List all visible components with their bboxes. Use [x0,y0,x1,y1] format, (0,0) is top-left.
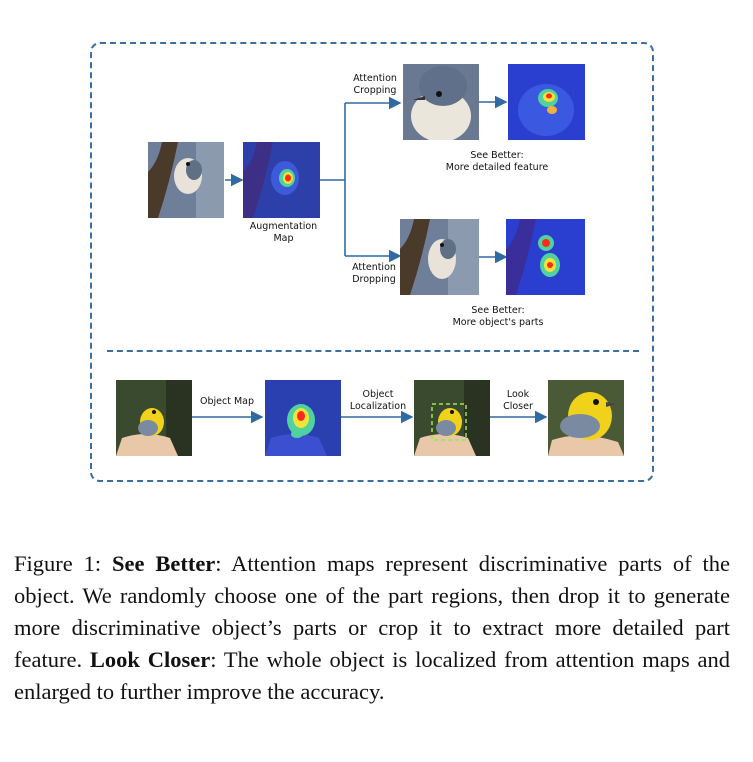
section-divider [107,350,639,352]
caption-text-2: : The whole object is localized from att… [14,647,730,704]
localized-bird-image [414,380,490,456]
attention-cropping-label: Attention Cropping [353,73,397,96]
augmentation-map-image [243,142,320,218]
attention-dropping-label: Attention Dropping [352,262,396,285]
input-bird-image [148,142,224,218]
object-input-image [116,380,192,456]
dropped-bird-image [400,219,479,295]
arrows-layer [192,95,548,424]
caption-text-1: : Attention maps represent discriminativ… [14,551,730,672]
see-better-crop-label: See Better: More detailed feature [445,150,549,173]
dropped-attention-image [506,219,585,295]
caption-see-better: See Better [111,551,216,576]
figure-caption: Figure 1: See Better: Attention maps rep… [14,548,730,708]
augmentation-map-label: Augmentation Map [249,221,318,244]
figure-frame [90,42,654,482]
cropped-bird-image [403,64,479,140]
cropped-attention-image [508,64,585,140]
enlarged-bird-image [548,380,624,456]
look-closer-label: Look Closer [503,389,533,412]
object-map-label: Object Map [199,396,254,407]
object-localization-label: Object Localization [349,389,407,412]
caption-prefix: Figure 1: [14,551,112,576]
caption-look-closer: Look Closer [89,647,211,672]
object-map-image [265,380,341,456]
see-better-drop-label: See Better: More object's parts [452,305,544,328]
